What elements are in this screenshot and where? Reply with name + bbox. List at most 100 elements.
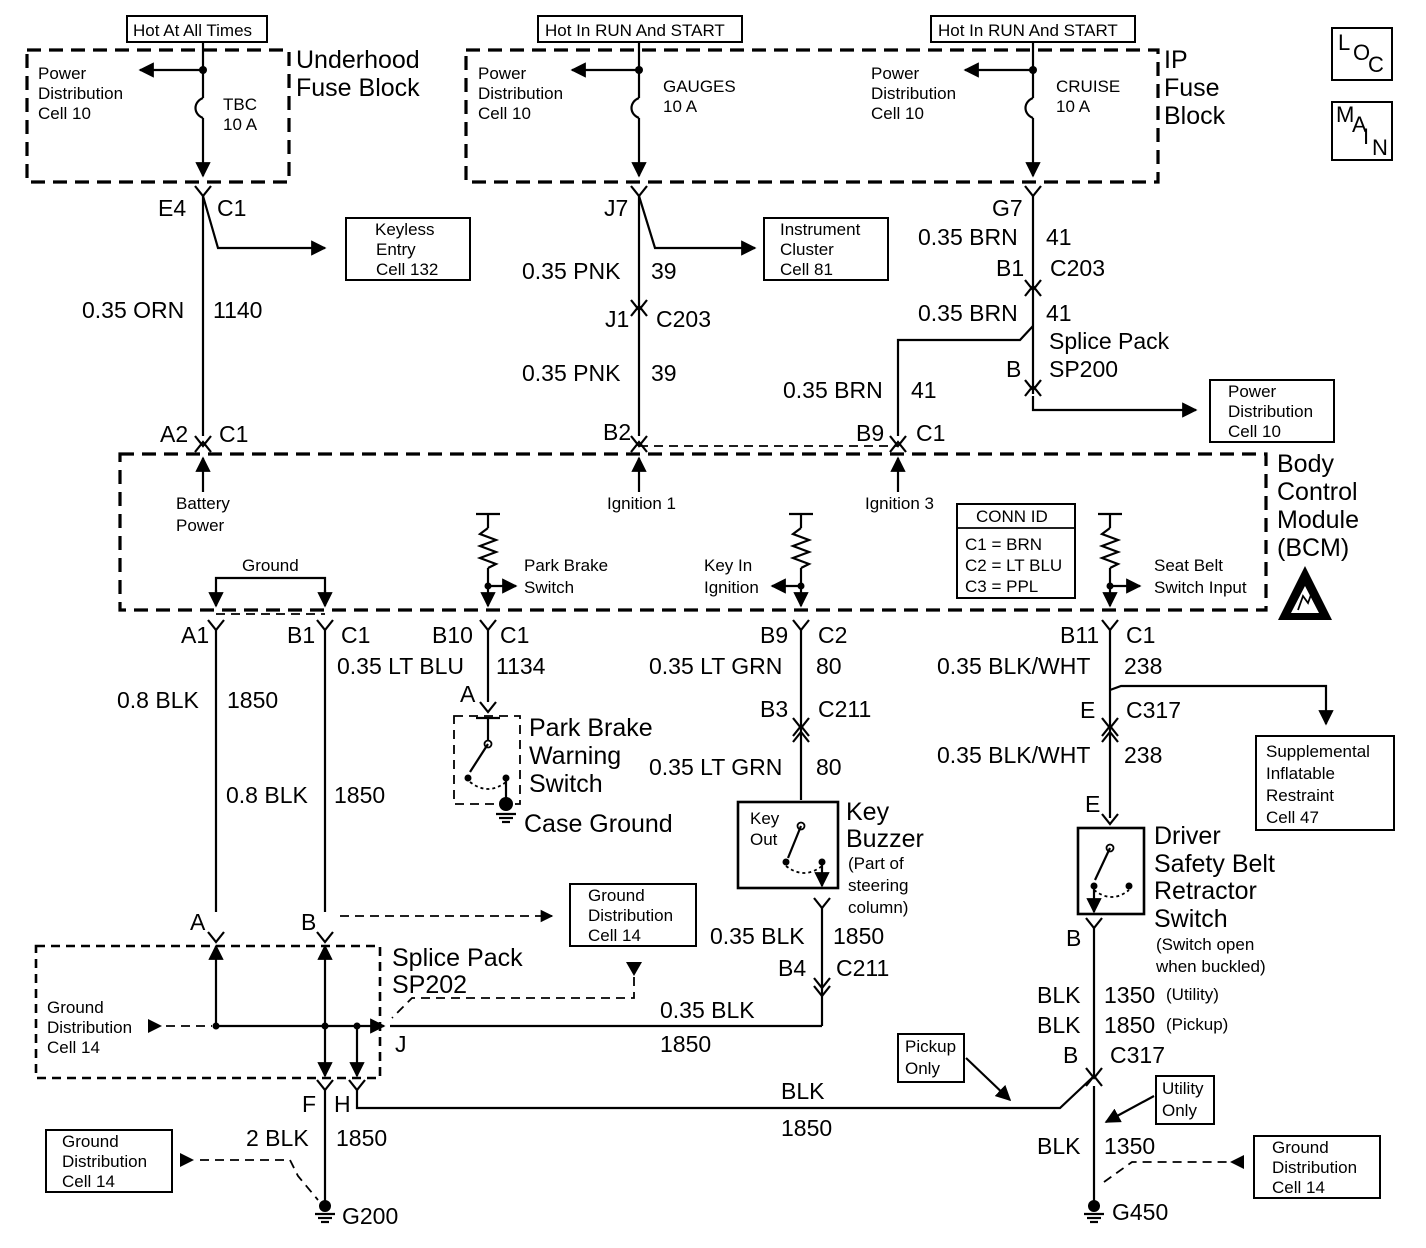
circuit-238: B11 C1 0.35 BLK/WHT 238 E C317 0.35 BLK/…	[937, 619, 1334, 826]
svg-text:Cell 10: Cell 10	[38, 104, 91, 123]
key-buzzer-switch: Key Out Key Buzzer (Part of steering col…	[736, 798, 924, 917]
svg-text:Block: Block	[1164, 102, 1226, 130]
svg-text:Distribution: Distribution	[871, 84, 956, 103]
circuit-1850-key: 0.35 BLK 1850 B4 C211 0.35 BLK 1850 J	[390, 897, 889, 1057]
svg-text:B: B	[1063, 1042, 1078, 1068]
svg-text:10 A: 10 A	[1056, 97, 1091, 116]
svg-text:B2: B2	[603, 419, 631, 445]
svg-text:Warning: Warning	[529, 742, 621, 770]
ref-sir: Supplemental Inflatable Restraint Cell 4…	[1255, 735, 1395, 831]
svg-text:Ground: Ground	[1272, 1138, 1329, 1157]
svg-text:Cluster: Cluster	[780, 240, 834, 259]
svg-text:Cell 10: Cell 10	[478, 104, 531, 123]
svg-text:10 A: 10 A	[663, 97, 698, 116]
svg-text:Ground: Ground	[62, 1132, 119, 1151]
svg-text:Switch: Switch	[529, 770, 603, 798]
svg-text:BLK: BLK	[1037, 982, 1081, 1008]
svg-text:Driver: Driver	[1154, 822, 1221, 850]
svg-text:Cell 14: Cell 14	[588, 926, 641, 945]
svg-text:0.8 BLK: 0.8 BLK	[117, 687, 199, 713]
body-control-module: Body Control Module (BCM) Battery Power …	[118, 450, 1359, 620]
svg-text:B: B	[1006, 356, 1021, 382]
svg-text:Safety Belt: Safety Belt	[1154, 850, 1275, 878]
svg-text:Ignition: Ignition	[704, 578, 759, 597]
svg-text:L: L	[1338, 30, 1350, 55]
svg-text:1850: 1850	[660, 1031, 711, 1057]
svg-text:0.35 BLK: 0.35 BLK	[660, 997, 755, 1023]
svg-text:Ground: Ground	[242, 556, 299, 575]
svg-text:E: E	[1085, 791, 1100, 817]
svg-text:Inflatable: Inflatable	[1266, 764, 1335, 783]
svg-text:B: B	[1066, 925, 1081, 951]
svg-text:Cell 10: Cell 10	[1228, 422, 1281, 441]
circuit-41: G7 0.35 BRN 41 B1 C203 0.35 BRN 41 Splic…	[783, 185, 1198, 453]
esd-warning-icon	[1278, 566, 1332, 620]
svg-text:Distribution: Distribution	[1228, 402, 1313, 421]
svg-text:Distribution: Distribution	[588, 906, 673, 925]
ref-ground-dist-top: Ground Distribution Cell 14	[569, 883, 697, 947]
svg-text:B9: B9	[760, 622, 788, 648]
circuit-80: B9 C2 0.35 LT GRN 80 B3 C211 0.35 LT GRN…	[649, 619, 871, 800]
circuit-1350: B BLK 1350 (Utility) BLK 1850 (Pickup) B…	[1037, 917, 1244, 1225]
svg-text:B9: B9	[856, 420, 884, 446]
svg-text:C1: C1	[341, 622, 370, 648]
svg-text:Cell 81: Cell 81	[780, 260, 833, 279]
svg-text:G7: G7	[992, 195, 1023, 221]
svg-text:0.35 BLK/WHT: 0.35 BLK/WHT	[937, 742, 1090, 768]
svg-text:Buzzer: Buzzer	[846, 825, 924, 853]
svg-text:Keyless: Keyless	[375, 220, 435, 239]
fuse-tbc: TBC	[223, 95, 257, 114]
svg-text:A: A	[460, 681, 476, 707]
svg-text:Case Ground: Case Ground	[524, 810, 673, 838]
svg-text:C317: C317	[1126, 697, 1181, 723]
svg-text:SP202: SP202	[392, 971, 467, 999]
svg-text:Out: Out	[750, 830, 778, 849]
svg-text:0.35 BRN: 0.35 BRN	[783, 377, 883, 403]
svg-text:J1: J1	[605, 306, 629, 332]
svg-text:C317: C317	[1110, 1042, 1165, 1068]
hot-label: Hot In RUN And START	[545, 21, 725, 40]
svg-text:C1: C1	[500, 622, 529, 648]
svg-text:SP200: SP200	[1049, 356, 1118, 382]
underhood-fuse-block: Hot At All Times Power Distribution Cell…	[25, 15, 420, 184]
svg-text:238: 238	[1124, 653, 1162, 679]
ref-power-distribution: Power Distribution Cell 10	[1209, 379, 1335, 443]
svg-text:B: B	[301, 909, 316, 935]
fuse-cruise: CRUISE	[1056, 77, 1120, 96]
svg-text:A1: A1	[181, 622, 209, 648]
svg-text:Battery: Battery	[176, 494, 230, 513]
ip-fuse-block: Hot In RUN And START Power Distribution …	[464, 15, 1226, 184]
svg-text:0.35 BRN: 0.35 BRN	[918, 300, 1018, 326]
ref-keyless-entry: Keyless Entry Cell 132	[345, 217, 471, 281]
svg-text:M: M	[1336, 102, 1354, 127]
svg-text:Underhood: Underhood	[296, 46, 420, 74]
svg-text:41: 41	[1046, 300, 1072, 326]
svg-text:(Utility): (Utility)	[1166, 985, 1219, 1004]
svg-text:C211: C211	[818, 696, 871, 722]
svg-text:1850: 1850	[781, 1115, 832, 1141]
svg-text:B11: B11	[1060, 622, 1099, 648]
svg-text:B10: B10	[432, 622, 473, 648]
svg-text:0.35 BRN: 0.35 BRN	[918, 224, 1018, 250]
svg-text:1350: 1350	[1104, 1133, 1155, 1159]
svg-text:Pickup: Pickup	[905, 1037, 956, 1056]
svg-text:Power: Power	[38, 64, 87, 83]
svg-text:Cell 14: Cell 14	[47, 1038, 100, 1057]
svg-text:C2: C2	[818, 622, 847, 648]
svg-text:10 A: 10 A	[223, 115, 258, 134]
svg-text:Distribution: Distribution	[38, 84, 123, 103]
svg-text:1850: 1850	[833, 923, 884, 949]
svg-text:C203: C203	[1050, 255, 1105, 281]
ref-ground-dist-bl: Ground Distribution Cell 14	[45, 1129, 173, 1193]
svg-text:80: 80	[816, 754, 842, 780]
svg-text:column): column)	[848, 898, 908, 917]
svg-text:E4: E4	[158, 195, 186, 221]
svg-text:Ground: Ground	[47, 998, 104, 1017]
svg-text:F: F	[302, 1091, 316, 1117]
svg-text:BLK: BLK	[781, 1078, 825, 1104]
svg-text:(Switch open: (Switch open	[1156, 935, 1254, 954]
svg-text:Power: Power	[176, 516, 225, 535]
svg-text:C3 = PPL: C3 = PPL	[965, 577, 1038, 596]
svg-text:80: 80	[816, 653, 842, 679]
